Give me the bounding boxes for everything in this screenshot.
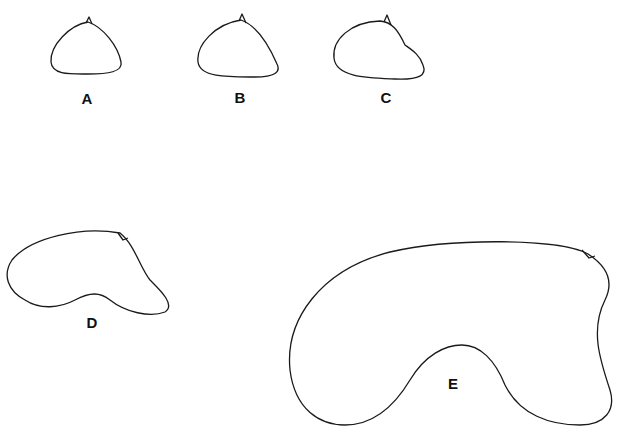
umbo-tip-d — [118, 233, 128, 240]
umbo-tip-a — [86, 17, 92, 24]
shell-outline-d — [7, 231, 169, 314]
umbo-tip-b — [239, 14, 246, 23]
shell-outline-b — [198, 20, 278, 77]
figure-letter: E — [448, 376, 458, 391]
figure-letter: A — [82, 91, 93, 106]
figure-letter: D — [87, 315, 98, 330]
shell-outline-c — [334, 21, 424, 79]
umbo-tip-e — [582, 250, 595, 258]
shell-outline-e — [290, 242, 612, 425]
umbo-tip-c — [384, 15, 391, 25]
figure-letter: C — [381, 90, 392, 105]
figure-letter: B — [235, 90, 246, 105]
shell-outline-a — [51, 22, 121, 74]
